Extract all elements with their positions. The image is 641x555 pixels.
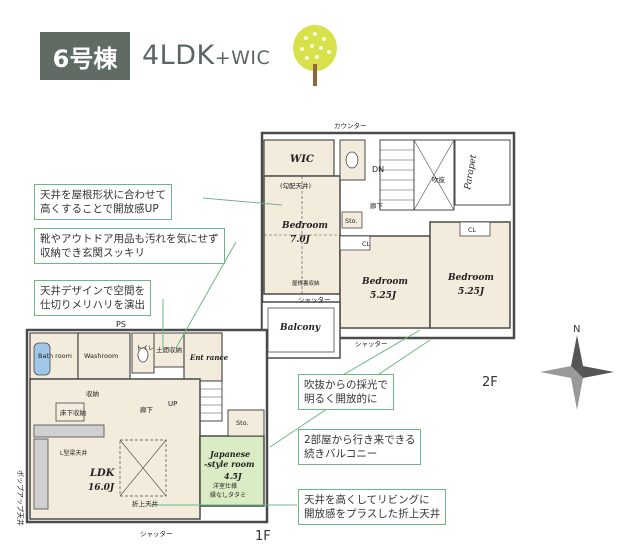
note-roof-ceiling: 天井を屋根形状に合わせて 高くすることで開放感UP [34, 184, 172, 220]
ldk-size: 16.0J [88, 483, 115, 493]
note-skylight: 吹抜からの採光で 明るく開放的に [298, 374, 394, 410]
floor-2f [260, 131, 516, 359]
japanese-note-1: 洋室仕様 [213, 482, 237, 490]
counter-label: カウンター [334, 121, 367, 130]
ps-label: PS [116, 320, 126, 329]
bedroom-2 [339, 235, 431, 329]
bedroom1-size: 7.0J [290, 235, 311, 245]
bedroom1-label: Bedroom [281, 221, 328, 231]
entrance [183, 332, 223, 382]
japanese-label-2: -style room [204, 459, 254, 469]
bedroom3-label: Bedroom [447, 273, 494, 283]
coved-label: 折上天井 [132, 499, 159, 508]
shoes-label: 土間収納 [156, 345, 182, 354]
bedroom2-size: 5.25J [370, 291, 397, 301]
wash-label: Washroom [84, 352, 118, 360]
popup-label: ポップアップ天井 [16, 470, 25, 526]
wic-room [263, 139, 335, 177]
gradient-ceiling-label: (勾配天井) [280, 181, 311, 190]
note-entrance-storage: 靴やアウトドア用品も汚れを気にせず 収納でき玄関スッキリ [34, 228, 225, 264]
floor-1f-label: 1F [255, 529, 271, 544]
wic-label: WIC [290, 154, 314, 165]
layout-title: 4LDK+WIC [142, 40, 270, 71]
japanese-room [199, 435, 265, 507]
header: 6号棟 4LDK+WIC [0, 0, 641, 100]
bath-label: Bath room [38, 352, 72, 360]
compass-icon: N [540, 324, 614, 410]
shutter-2f-label-2: シャッター [355, 339, 388, 348]
wash-room [77, 332, 131, 380]
dn-label: DN [372, 165, 384, 174]
cl-label-2: CL [468, 226, 477, 234]
note-balcony: 2部屋から行き来できる 続きバルコニー [298, 429, 422, 465]
up-label: UP [168, 400, 177, 408]
japanese-label: Japanese [208, 449, 250, 459]
sto-2f-label: Sto. [345, 217, 358, 225]
hall-2f-label: 廊下 [370, 201, 384, 210]
bedroom3-size: 5.25J [458, 287, 485, 297]
tree-icon [293, 25, 337, 86]
bedroom2-label: Bedroom [361, 277, 408, 287]
floor-1f [25, 328, 269, 524]
wc-label: トイレ [136, 345, 154, 352]
japanese-note-2: 縁なしタタミ [210, 491, 246, 499]
attic-label: 屋根裏収納 [292, 279, 320, 287]
hall-1f-label: 廊下 [140, 405, 154, 414]
balcony-label: Balcony [279, 323, 321, 333]
ldk-ceiling-label: L型梁天井 [60, 449, 87, 457]
ldk-label: LDK [89, 468, 116, 479]
ldk-room [29, 378, 201, 520]
storage-label: 収納 [86, 389, 99, 398]
shutter-2f-label: シャッター [298, 295, 331, 304]
svg-text:N: N [573, 324, 580, 335]
layout-type: 4LDK [142, 40, 215, 71]
bedroom-3 [429, 221, 511, 329]
note-ceiling-design: 天井デザインで空間を 仕切りメリハリを演出 [34, 280, 151, 316]
floor-2f-label: 2F [482, 375, 498, 390]
pantry-label: 床下収納 [60, 408, 86, 417]
sto-1f-label: Sto. [236, 419, 249, 427]
building-badge: 6号棟 [40, 32, 130, 80]
layout-extra: +WIC [214, 47, 271, 69]
void-label: 吹抜 [432, 175, 446, 184]
cl-label-1: CL [362, 240, 371, 248]
note-coved-ceiling: 天井を高くしてリビングに 開放感をプラスした折上天井 [298, 489, 447, 525]
shutter-1f-label: シャッター [140, 529, 173, 538]
entrance-label: Ent rance [189, 353, 229, 362]
japanese-size: 4.5J [224, 471, 243, 481]
